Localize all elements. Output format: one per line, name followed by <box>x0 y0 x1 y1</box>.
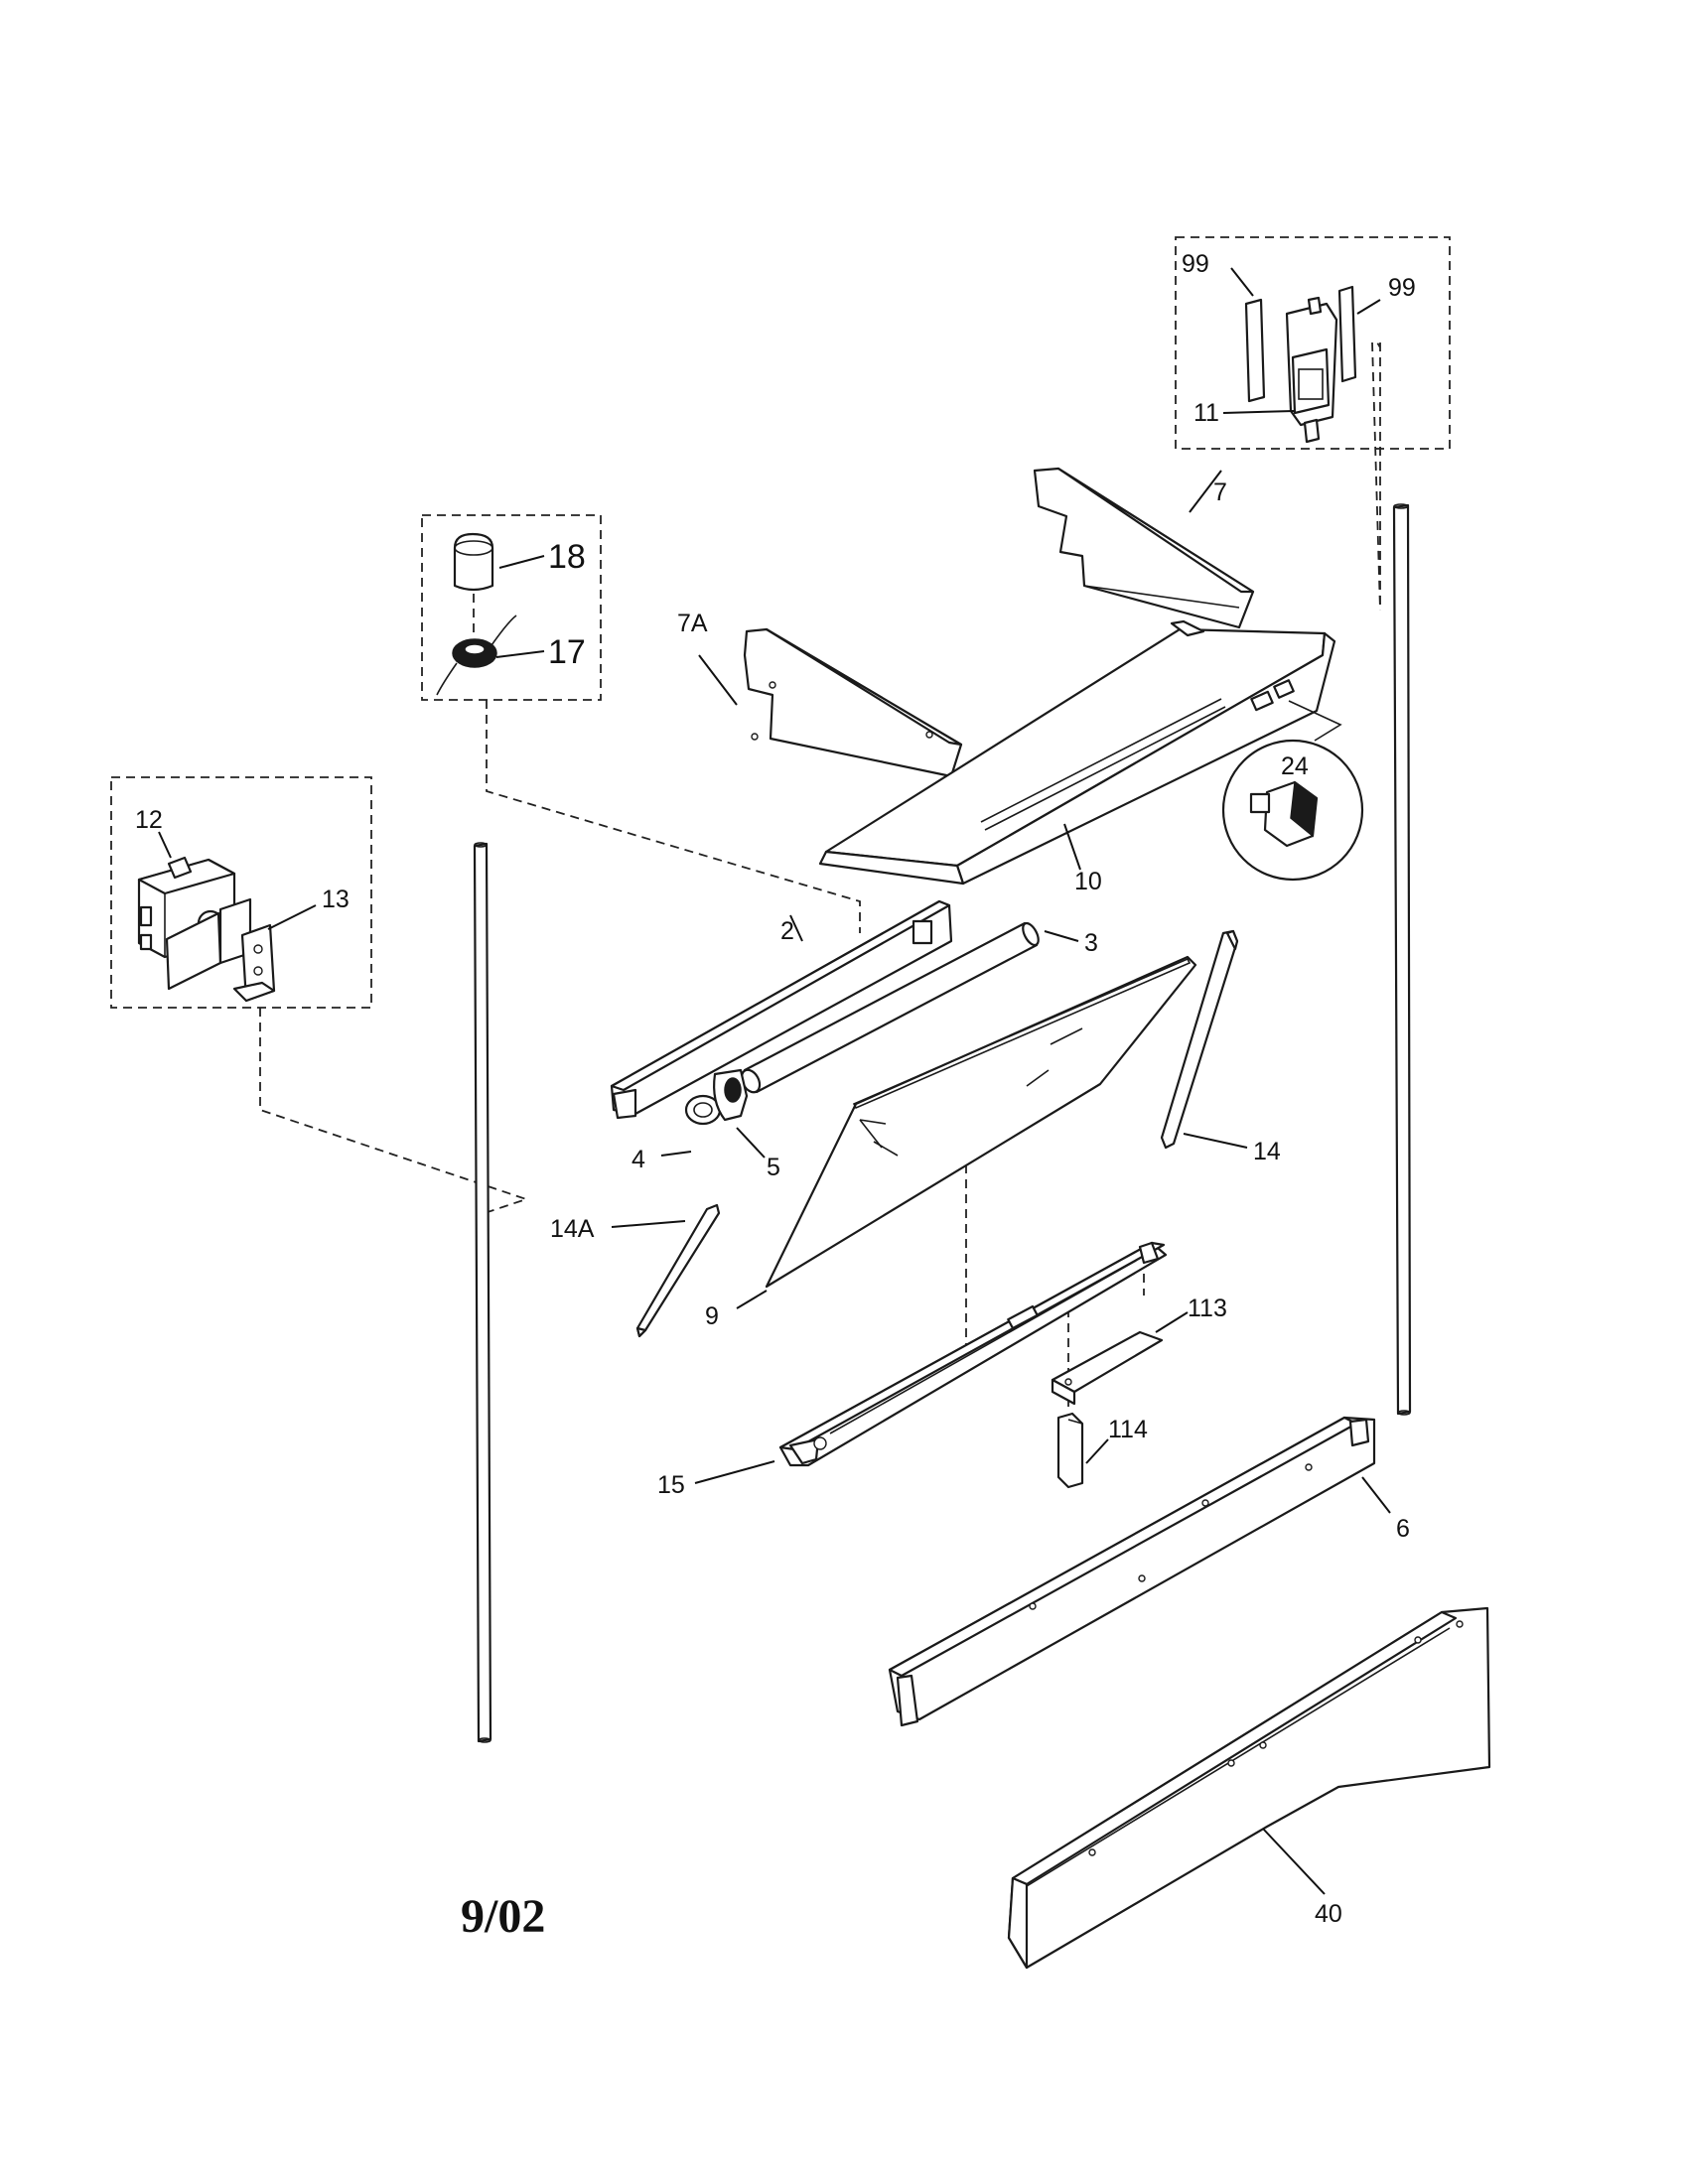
callout-14a: 14A <box>550 1215 595 1243</box>
part-10-control-panel <box>818 619 1336 886</box>
part-24-rocker-switch <box>1221 739 1364 882</box>
part-3-fluorescent-tube <box>740 921 1040 1094</box>
callout-24: 24 <box>1281 752 1309 780</box>
callout-11: 11 <box>1193 399 1219 427</box>
callout-17: 17 <box>548 633 586 671</box>
dash-link-socket-to-panel <box>486 700 861 933</box>
part-14-glass-retainer <box>1160 929 1239 1150</box>
link-24-to-panel <box>1288 700 1342 742</box>
callout-4: 4 <box>632 1146 645 1173</box>
group-box-clock <box>110 776 372 1009</box>
callout-15: 15 <box>657 1471 685 1499</box>
callout-10: 10 <box>1074 868 1102 895</box>
group-box-lamp-socket <box>421 514 602 701</box>
part-11-door-switch <box>1285 296 1338 444</box>
callout-40: 40 <box>1315 1900 1342 1928</box>
part-18-lamp-cover <box>453 532 494 592</box>
part-40-kick-panel <box>1007 1606 1491 1970</box>
part-14a-glass-retainer <box>635 1203 721 1338</box>
part-99-plate-left <box>1244 298 1266 403</box>
part-6-front-trim <box>888 1416 1376 1727</box>
dash-link-switch-trim <box>1371 341 1381 612</box>
part-114-bracket <box>1056 1412 1084 1489</box>
part-113-bracket <box>1051 1330 1164 1406</box>
callout-7a: 7A <box>677 610 708 637</box>
callout-99-right: 99 <box>1388 274 1416 302</box>
part-7a-side-bracket-left <box>743 627 963 778</box>
callout-12: 12 <box>135 806 163 834</box>
date-code: 9/02 <box>461 1890 545 1943</box>
callout-5: 5 <box>767 1154 780 1181</box>
part-13-clock-bracket <box>232 923 276 1003</box>
callout-14: 14 <box>1253 1138 1281 1165</box>
part-right-vertical-trim <box>1392 503 1412 1416</box>
part-left-vertical-trim <box>473 842 492 1743</box>
part-17-lamp-socket <box>436 614 517 696</box>
callout-114: 114 <box>1108 1416 1148 1443</box>
dash-link-clock-to-trim <box>259 1008 529 1214</box>
part-12-clock-timer <box>137 856 252 991</box>
part-15-frame-rail <box>778 1241 1168 1467</box>
callout-9: 9 <box>705 1302 719 1330</box>
callout-113: 113 <box>1188 1295 1227 1322</box>
callout-2: 2 <box>780 917 794 945</box>
callout-13: 13 <box>322 886 350 913</box>
callout-18: 18 <box>548 538 586 576</box>
callout-3: 3 <box>1084 929 1098 957</box>
part-2-lamp-housing <box>610 899 953 1120</box>
part-7-side-bracket-right <box>1033 467 1255 629</box>
callout-6: 6 <box>1396 1515 1410 1543</box>
callout-7: 7 <box>1213 478 1227 506</box>
part-5-lamp-holder <box>713 1068 749 1122</box>
dash-link-switch-to-trim <box>1376 341 1381 608</box>
group-box-switch <box>1175 236 1451 450</box>
part-99-plate-right <box>1337 285 1357 383</box>
part-9-glass-panel <box>765 955 1197 1289</box>
callout-99-left: 99 <box>1182 250 1209 278</box>
